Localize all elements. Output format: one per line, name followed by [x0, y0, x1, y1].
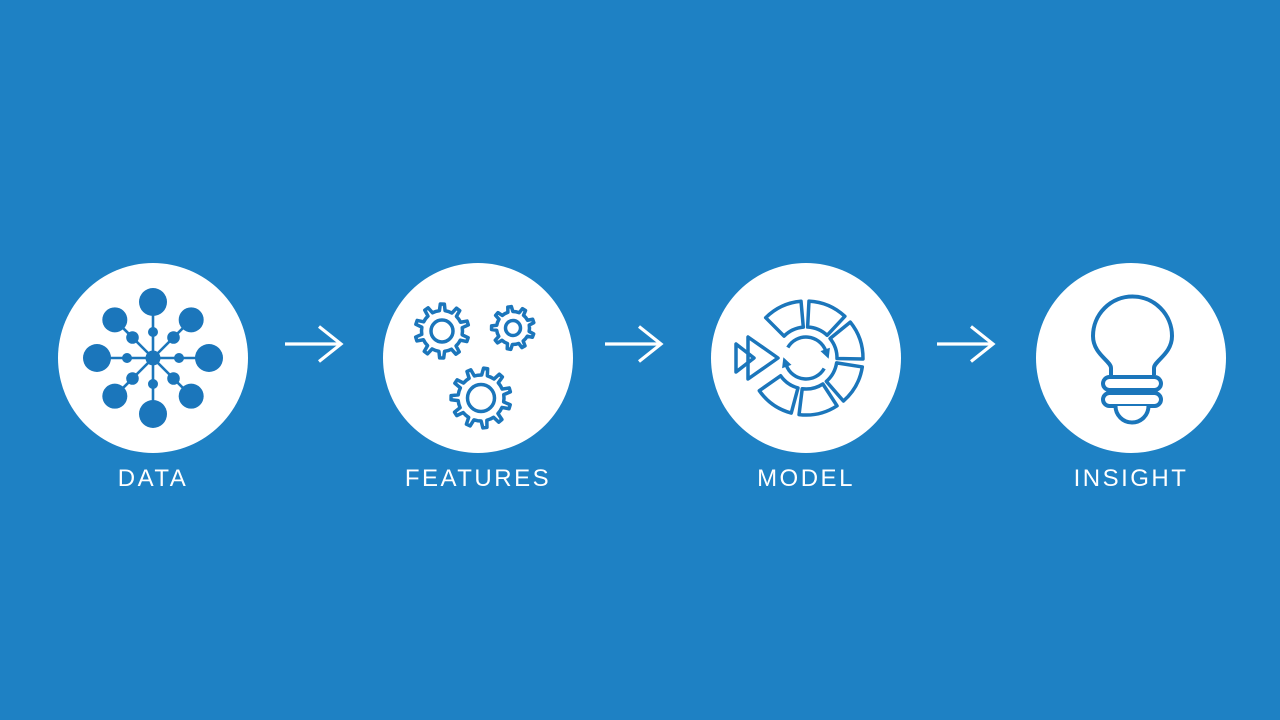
step-insight-circle: [1036, 263, 1226, 453]
step-model-circle: [711, 263, 901, 453]
network-hub-icon: [83, 288, 223, 428]
right-arrow-icon: [605, 325, 664, 363]
step-model-label: MODEL: [757, 465, 855, 492]
step-features-circle: [383, 263, 573, 453]
step-features: FEATURES: [383, 263, 573, 493]
lightbulb-icon: [1090, 294, 1175, 425]
step-data-circle: [58, 263, 248, 453]
step-data-label: DATA: [117, 465, 189, 492]
step-model: MODEL: [711, 263, 901, 493]
gears-icon: [413, 302, 536, 430]
model-cycle-icon: [734, 299, 865, 417]
step-features-label: FEATURES: [404, 465, 552, 492]
step-insight: INSIGHT: [1036, 263, 1226, 493]
step-insight-label: INSIGHT: [1073, 465, 1189, 492]
right-arrow-icon: [937, 325, 996, 363]
step-data: DATA: [58, 263, 248, 493]
right-arrow-icon: [285, 325, 344, 363]
